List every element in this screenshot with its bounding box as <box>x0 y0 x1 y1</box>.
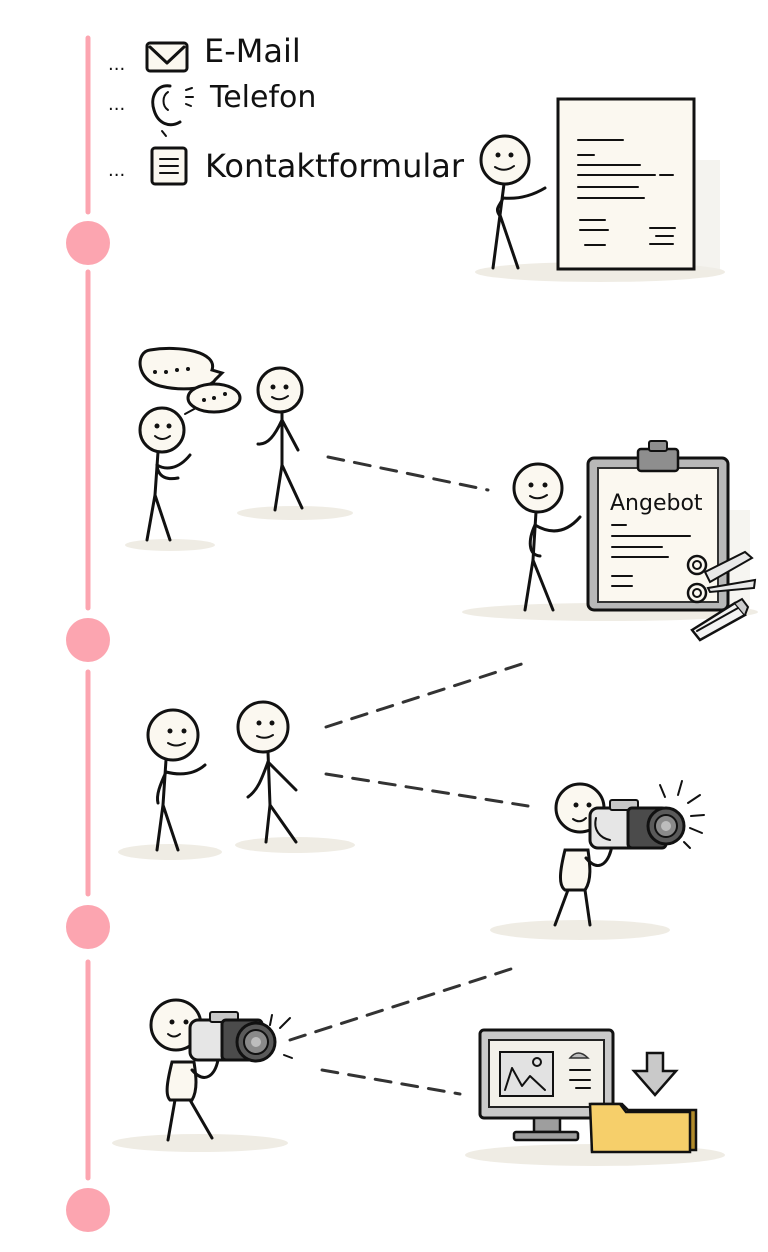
timeline-dot-3 <box>66 905 110 949</box>
connector-dashed-line <box>324 772 530 808</box>
meeting-scene <box>125 346 353 551</box>
connector-dashed-line <box>320 1068 462 1096</box>
envelope-icon <box>145 41 189 73</box>
clipboard-icon: Angebot <box>586 440 730 612</box>
folder-icon <box>588 1102 698 1154</box>
photographer-scene <box>112 998 293 1152</box>
option-label: Telefon <box>209 80 316 115</box>
stick-figure <box>512 462 582 612</box>
flash-rays-icon <box>659 780 705 849</box>
timeline-dot-2 <box>66 618 110 662</box>
contact-option-email: ... E-Mail <box>108 32 301 75</box>
monitor-icon <box>478 1028 615 1142</box>
option-label: E-Mail <box>204 32 301 70</box>
stick-figure <box>138 406 192 542</box>
photographer-scene <box>490 780 705 940</box>
flash-rays-icon <box>269 1014 293 1059</box>
stick-figure <box>236 700 298 844</box>
speech-bubble-icon <box>184 382 242 415</box>
pencil-icon <box>690 597 750 642</box>
timeline-dot-1 <box>66 221 110 265</box>
connector-dashed-line <box>324 660 530 729</box>
delivery-scene <box>465 1028 725 1166</box>
offer-title: Angebot <box>610 491 703 516</box>
camera-icon <box>188 1011 277 1063</box>
phone-icon <box>151 84 194 137</box>
option-prefix: ... <box>108 54 125 75</box>
person-presenting-document <box>475 97 725 282</box>
planning-scene <box>118 700 355 860</box>
option-prefix: ... <box>108 160 125 181</box>
stick-figure <box>479 134 547 270</box>
connector-dashed-line <box>326 455 490 492</box>
person-presenting-offer: Angebot <box>462 440 758 642</box>
stick-figure <box>256 366 304 512</box>
connector-dashed-line <box>288 966 516 1042</box>
scissors-icon <box>686 550 757 604</box>
timeline <box>66 35 110 1232</box>
form-icon <box>150 146 188 186</box>
download-arrow-icon <box>631 1051 679 1097</box>
contact-option-phone: ... Telefon <box>108 80 316 137</box>
camera-icon <box>588 799 686 850</box>
option-label: Kontaktformular <box>205 147 465 185</box>
stick-figure <box>146 708 207 852</box>
option-prefix: ... <box>108 94 125 115</box>
contact-option-form: ... Kontaktformular <box>108 146 465 186</box>
timeline-dot-4 <box>66 1188 110 1232</box>
document-icon <box>556 97 696 271</box>
contact-options-list: ... E-Mail ... Telefon ... <box>108 32 465 186</box>
stick-figure <box>553 782 614 927</box>
